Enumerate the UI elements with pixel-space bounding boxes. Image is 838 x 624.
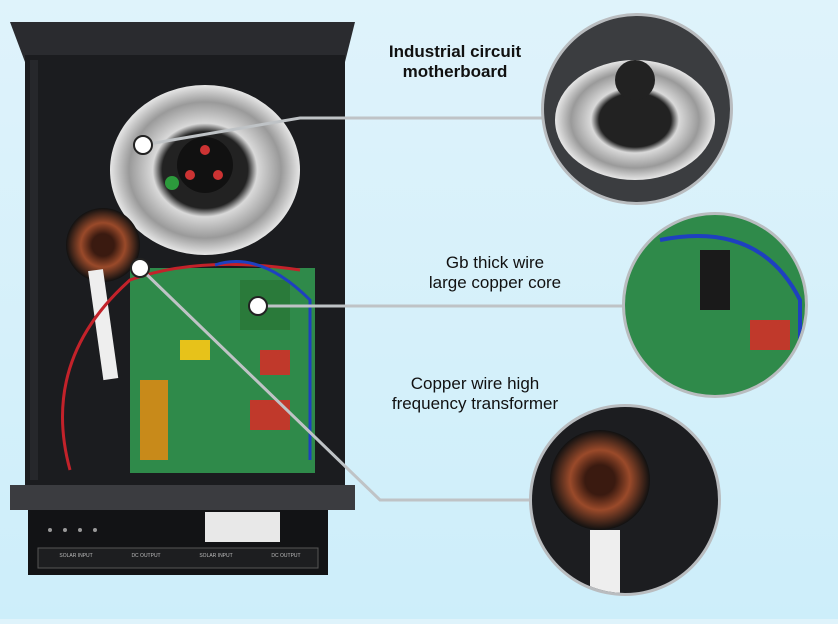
panel-label: DC OUTPUT — [131, 553, 161, 559]
callout-text: Gb thick wire — [445, 253, 545, 272]
detail-circle-wire — [622, 212, 808, 398]
panel-labels: SOLAR INPUT DC OUTPUT SOLAR INPUT DC OUT… — [40, 553, 320, 559]
detail-circle-motherboard — [541, 13, 733, 205]
hf-transformer-coil — [66, 208, 140, 282]
panel-label: SOLAR INPUT — [59, 553, 93, 559]
callout-text: Copper wire high — [410, 374, 540, 393]
panel-label: DC OUTPUT — [271, 553, 301, 559]
callout-motherboard: Industrial circuit motherboard — [375, 42, 535, 82]
marker-wire — [248, 296, 268, 316]
callout-text: motherboard — [402, 62, 508, 81]
panel-label: SOLAR INPUT — [199, 553, 233, 559]
callout-lines — [138, 116, 628, 502]
detail-circle-transformer — [529, 404, 721, 596]
marker-transformer — [130, 258, 150, 278]
marker-motherboard — [133, 135, 153, 155]
callout-text: Industrial circuit — [388, 42, 522, 61]
callout-transformer: Copper wire high frequency transformer — [365, 374, 585, 414]
callout-text: frequency transformer — [391, 394, 559, 413]
callout-text: large copper core — [428, 273, 562, 292]
callout-wire: Gb thick wire large copper core — [400, 253, 590, 293]
